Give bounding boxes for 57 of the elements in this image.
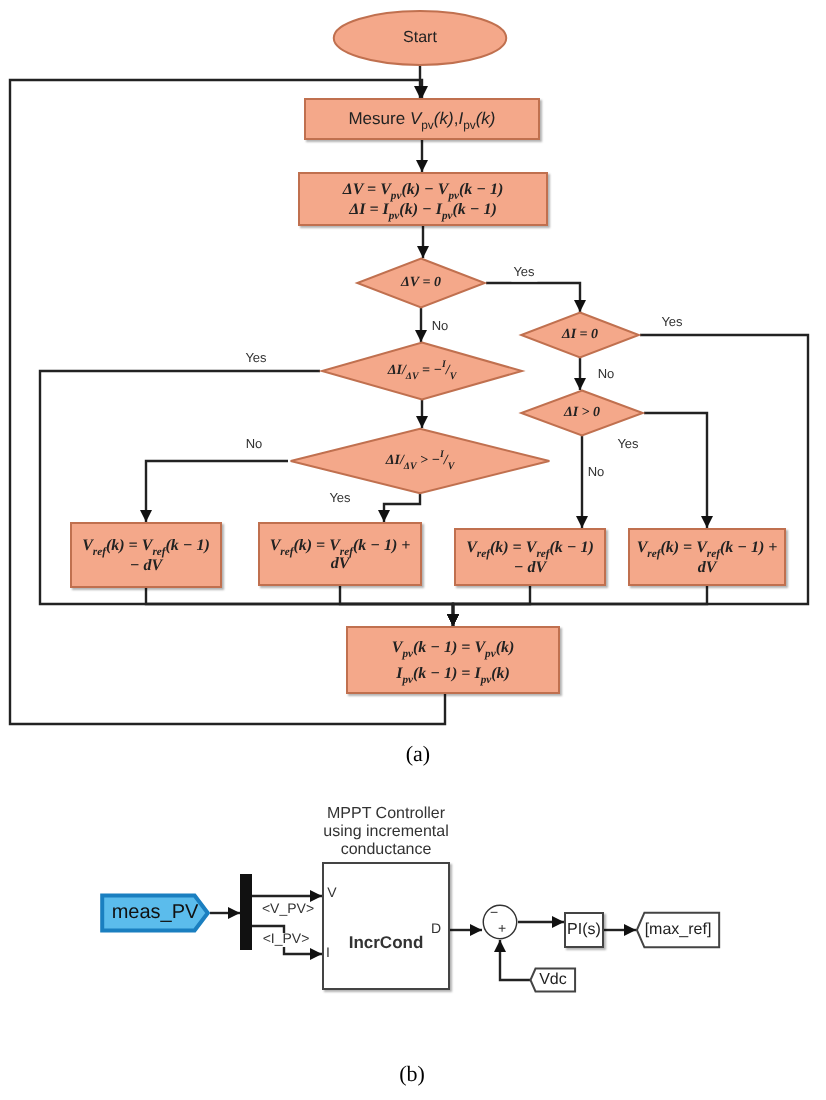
equation-text: V$_{ref}$(k) = V$_{ref}$(k − 1) − dV [464, 538, 596, 576]
connector-arrow [252, 890, 322, 902]
bus-selector-bar [240, 874, 252, 950]
equation-text: V$_{ref}$(k) = V$_{ref}$(k − 1) + dV [636, 538, 778, 576]
connector-arrow [518, 916, 564, 928]
connector-arrow [574, 358, 586, 390]
process-box [298, 172, 548, 226]
block-title: MPPT Controller using incremental conductance [321, 804, 451, 860]
decision-diamond [520, 312, 640, 358]
goto-tag [636, 912, 720, 948]
block-label: IncrCond [348, 934, 424, 954]
start-label: Start [403, 28, 437, 48]
connector-arrow [140, 459, 288, 522]
equation-text: V$_{pv}$(k − 1) = V$_{pv}$(k) [391, 637, 515, 656]
process-box [346, 626, 560, 694]
process-box [628, 528, 786, 586]
connector-arrow [378, 494, 422, 522]
function-block [322, 862, 450, 990]
step-text: Mesure V$_{pv}$(k),I$_{pv}$(k) [348, 109, 496, 129]
connector-arrow [210, 907, 240, 919]
process-box [258, 522, 422, 586]
connector-arrow [576, 436, 588, 528]
process-box [454, 528, 606, 586]
connector-arrow [416, 400, 428, 428]
connector-arrow [450, 924, 482, 936]
connector-arrow [416, 140, 428, 172]
connector-arrow [604, 924, 636, 936]
process-box [304, 98, 540, 140]
from-tag [530, 968, 576, 992]
connector-arrow [8, 78, 447, 726]
decision-diamond [320, 342, 524, 400]
connector-arrow [447, 586, 709, 626]
block-label: PI(s) [567, 920, 601, 940]
equation-text: I$_{pv}$(k − 1) = I$_{pv}$(k) [396, 664, 510, 683]
decision-diamond [356, 258, 486, 308]
connector-arrow [414, 66, 426, 98]
connector-arrow [494, 940, 530, 982]
connector-arrow [644, 411, 713, 528]
function-block [564, 912, 604, 948]
equation-text: V$_{ref}$(k) = V$_{ref}$(k − 1) − dV [80, 536, 212, 574]
connector-arrow [417, 226, 429, 258]
figure-caption: (b) [397, 1065, 427, 1087]
equation-text: V$_{ref}$(k) = V$_{ref}$(k − 1) + dV [267, 535, 413, 573]
signal-name: meas_PV [111, 901, 199, 925]
equation-text: ΔI = I$_{pv}$(k) − I$_{pv}$(k − 1) [349, 199, 497, 218]
sum-circle [482, 904, 518, 940]
decision-diamond [520, 390, 644, 436]
tag-label: [max_ref] [644, 920, 712, 940]
process-box [70, 522, 222, 588]
figure-caption: (a) [403, 745, 433, 767]
connector-arrow [486, 281, 586, 312]
connector-arrow [252, 924, 322, 960]
equation-text: ΔV = V$_{pv}$(k) − V$_{pv}$(k − 1) [342, 180, 504, 199]
connector-arrow [415, 308, 427, 342]
tag-label: Vdc [539, 970, 567, 990]
signal-tag [100, 894, 210, 932]
start-terminal [332, 10, 508, 66]
